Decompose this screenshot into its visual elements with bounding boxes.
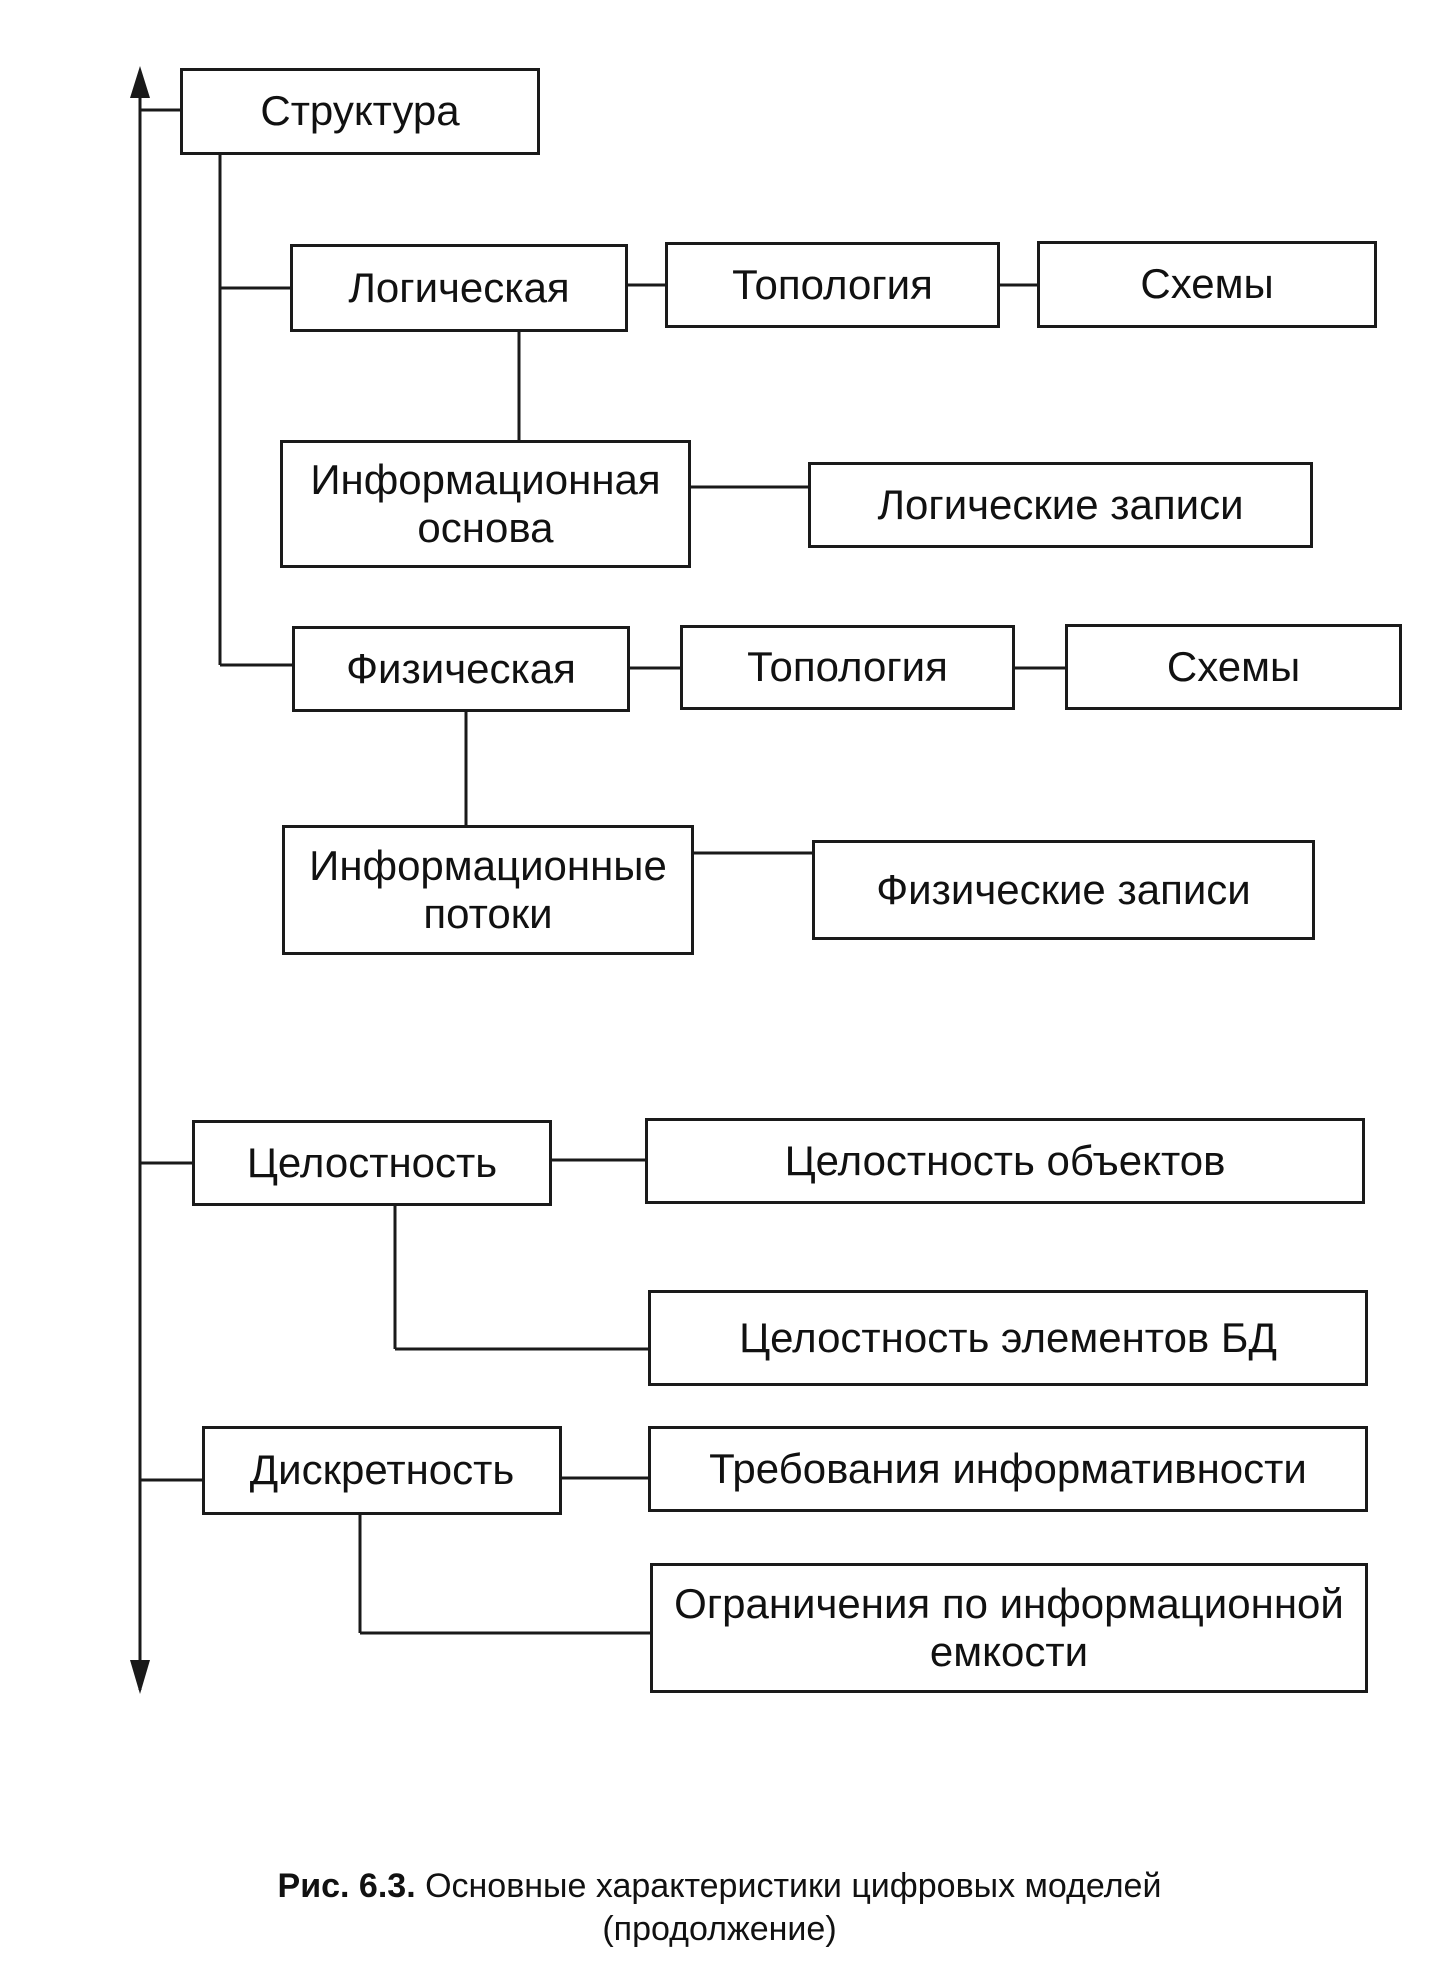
node-info-osnova: Информационная основа <box>280 440 691 568</box>
node-tselostnost: Целостность <box>192 1120 552 1206</box>
node-fizicheskaya: Физическая <box>292 626 630 712</box>
caption-label: Рис. 6.3. <box>277 1867 416 1905</box>
figure-caption: Рис. 6.3. Основные характеристики цифров… <box>0 1865 1439 1950</box>
node-logicheskie-zapisi: Логические записи <box>808 462 1313 548</box>
node-topologiya-1: Топология <box>665 242 1000 328</box>
node-ogranicheniya: Ограничения по информационной емкости <box>650 1563 1368 1693</box>
node-diskretnost: Дискретность <box>202 1426 562 1515</box>
caption-line-1: Рис. 6.3. Основные характеристики цифров… <box>0 1865 1439 1908</box>
node-logicheskaya: Логическая <box>290 244 628 332</box>
node-trebovaniya: Требования информативности <box>648 1426 1368 1512</box>
caption-text: Основные характеристики цифровых моделей <box>415 1867 1162 1905</box>
node-skhemy-1: Схемы <box>1037 241 1377 328</box>
node-info-potoki: Информационные потоки <box>282 825 694 955</box>
node-fizicheskie-zapisi: Физические записи <box>812 840 1315 940</box>
arrow-up-icon <box>130 66 150 98</box>
node-tselostnost-obektov: Целостность объектов <box>645 1118 1365 1204</box>
arrow-down-icon <box>130 1660 150 1694</box>
node-topologiya-2: Топология <box>680 625 1015 710</box>
caption-line-2: (продолжение) <box>602 1909 837 1948</box>
node-struktura: Структура <box>180 68 540 155</box>
node-tselostnost-elementov: Целостность элементов БД <box>648 1290 1368 1386</box>
node-skhemy-2: Схемы <box>1065 624 1402 710</box>
